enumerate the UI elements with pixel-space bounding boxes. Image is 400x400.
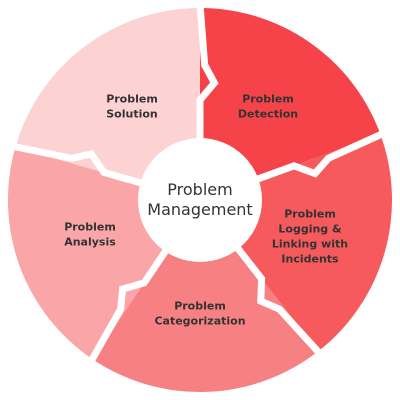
- segment-label-line: Logging &: [278, 223, 342, 236]
- segment-label-line: Analysis: [64, 236, 116, 249]
- segment-divider-5: [10, 142, 149, 189]
- segment-divider-1: [196, 3, 219, 145]
- segment-label-line: Problem: [174, 300, 226, 313]
- segment-divider-4: [87, 243, 173, 365]
- segment-solution: [15, 7, 201, 200]
- segment-label-line: Incidents: [281, 253, 339, 266]
- segment-label-line: Detection: [238, 108, 298, 121]
- center-circle: [138, 138, 262, 262]
- segment-label-line: Problem: [64, 221, 116, 234]
- center-label-line: Problem: [167, 180, 232, 199]
- segment-label-line: Solution: [106, 108, 158, 121]
- segment-label-line: Linking with: [272, 238, 348, 251]
- center-label-line: Management: [147, 200, 252, 219]
- segment-divider-2: [250, 129, 386, 185]
- segment-label-line: Categorization: [154, 315, 245, 328]
- segment-dividers: [10, 3, 386, 365]
- segment-categorization: [92, 200, 319, 393]
- segment-label-line: Problem: [242, 93, 294, 106]
- segment-detection: [200, 8, 381, 200]
- segment-divider-3: [231, 241, 324, 357]
- segment-label-line: Problem: [106, 93, 158, 106]
- segment-label-line: Problem: [284, 208, 336, 221]
